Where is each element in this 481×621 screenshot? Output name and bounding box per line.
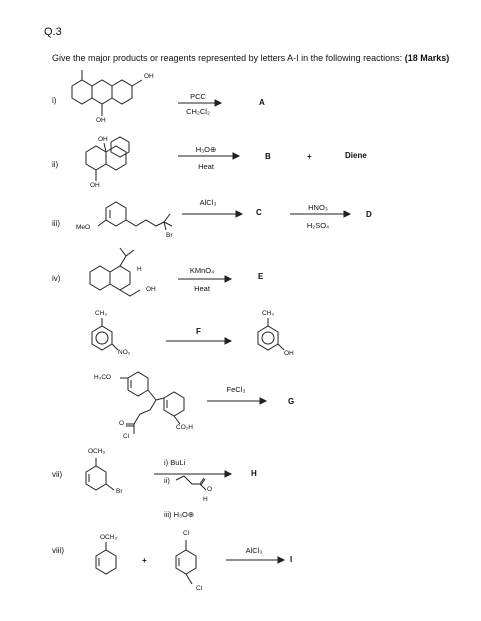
reagent-vi: FeCl₃ <box>226 385 246 394</box>
product-d: D <box>366 210 372 219</box>
arrow-iii-1 <box>182 210 244 218</box>
reagent-iv-top: KMnO₄ <box>189 266 215 275</box>
arrow-vi <box>207 397 268 405</box>
reagent-i-bottom: CH₂Cl₂ <box>186 107 210 116</box>
product-g: G <box>288 397 295 406</box>
arrow-iv <box>178 275 233 283</box>
atom-h3co: H₃CO <box>94 374 112 381</box>
question-number: Q.3 <box>44 26 62 38</box>
arrow-i <box>178 99 223 107</box>
reagent-iv-bottom: Heat <box>194 284 210 293</box>
reaction-label-iv: iv) <box>52 274 61 283</box>
reaction-label-iii: iii) <box>52 219 60 228</box>
atom-cl-viii-bottom: Cl <box>196 585 203 592</box>
atom-cl-viii-top: Cl <box>183 530 190 537</box>
reagent-ii-bottom: Heat <box>198 162 214 171</box>
atom-och3-vii: OCH₃ <box>88 448 106 455</box>
reaction-label-ii: ii) <box>52 160 59 169</box>
reaction-label-vii: vii) <box>52 470 63 479</box>
atom-oh-ii-bottom: OH <box>90 182 100 189</box>
reagent-vii-1: i) BuLi <box>164 458 186 467</box>
structure-vi <box>120 371 185 434</box>
atom-ch3-v-product: CH₃ <box>262 310 275 317</box>
arrow-viii <box>226 556 286 564</box>
arrow-ii <box>178 152 241 160</box>
atom-ch3-v: CH₃ <box>95 310 108 317</box>
structure-v-right <box>257 318 285 351</box>
structure-iii <box>97 201 173 231</box>
atom-oh-i-bottom: OH <box>96 117 106 124</box>
atom-oh-iv: OH <box>146 286 156 293</box>
product-b: B <box>265 152 271 161</box>
reagent-i-top: PCC <box>190 92 206 101</box>
product-a: A <box>259 98 265 107</box>
atom-br-iii: Br <box>166 232 173 239</box>
instructions: Give the major products or reagents repr… <box>52 53 449 63</box>
reagent-ii-top: H₃O⊕ <box>195 145 217 154</box>
arrow-vii <box>154 470 233 478</box>
reagent-vii-3: iii) H₃O⊕ <box>164 510 195 519</box>
reagent-iii-2-top: HNO₃ <box>308 203 328 212</box>
atom-oh-v-product: OH <box>284 350 294 357</box>
structure-iv <box>89 247 141 297</box>
marks-label: (18 Marks) <box>404 53 450 63</box>
structure-v-left <box>91 318 119 351</box>
reagent-f: F <box>196 327 201 336</box>
structure-viii-left <box>95 542 117 575</box>
atom-co2h: CO₂H <box>176 424 193 431</box>
arrow-v <box>166 337 233 345</box>
reagent-viii: AlCl₃ <box>245 546 263 555</box>
coproduct-diene: Diene <box>345 151 367 160</box>
product-c: C <box>256 208 262 217</box>
atom-h-iv: H <box>137 266 142 273</box>
plus-ii: + <box>307 152 312 161</box>
atom-och3-viii: OCH₃ <box>100 534 118 541</box>
instruction-text: Give the major products or reagents repr… <box>52 53 403 63</box>
atom-h-vii: H <box>203 496 208 503</box>
reaction-label-viii: viii) <box>52 546 64 555</box>
product-i: I <box>290 555 293 564</box>
structure-i <box>71 70 143 116</box>
atom-o-vii: O <box>207 486 213 493</box>
reagent-iii-top: AlCl₃ <box>199 198 217 207</box>
atom-oh-i-top: OH <box>144 73 154 80</box>
atom-no2: NO₂ <box>118 349 131 356</box>
plus-viii: + <box>142 556 147 565</box>
reaction-label-i: i) <box>52 96 57 105</box>
atom-cl-vi: Cl <box>123 433 130 440</box>
reagent-iii-2-bottom: H₂SO₄ <box>306 221 330 230</box>
product-h: H <box>251 469 257 478</box>
product-e: E <box>258 272 264 281</box>
reagent-vii-2: ii) <box>164 476 170 485</box>
arrow-iii-2 <box>290 210 352 218</box>
structure-vii <box>85 458 115 491</box>
atom-br-vii: Br <box>116 488 123 495</box>
atom-o-vi: O <box>119 420 125 427</box>
structure-viii-right <box>175 540 197 585</box>
atom-meo: MeO <box>76 224 91 231</box>
aldehyde-vii <box>175 475 207 491</box>
atom-oh-ii-top: OH <box>98 136 108 143</box>
structure-ii <box>85 136 130 181</box>
